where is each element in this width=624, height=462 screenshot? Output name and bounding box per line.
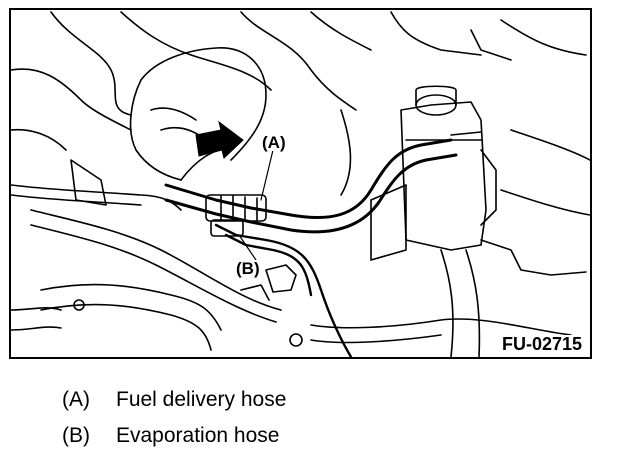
hand-outline	[140, 47, 267, 161]
engine-outline	[50, 11, 132, 116]
lower-hose	[40, 283, 222, 331]
callout-a-leader	[260, 149, 274, 201]
legend-item-a: (A) Fuel delivery hose	[62, 389, 286, 411]
legend-text: Evaporation hose	[116, 424, 280, 447]
engine-bay-line-drawing	[11, 11, 590, 357]
hose-connector	[205, 194, 267, 222]
canister-body	[400, 101, 487, 251]
legend-key: (B)	[62, 424, 90, 447]
legend-text: Fuel delivery hose	[116, 388, 287, 411]
diagram-frame: (A) (B) FU-02715	[9, 8, 592, 359]
legend-key: (A)	[62, 388, 90, 411]
legend-item-b: (B) Evaporation hose	[62, 425, 279, 447]
callout-b-leader	[238, 234, 257, 261]
callout-label-b: (B)	[235, 259, 261, 278]
callout-label-a: (A)	[261, 133, 287, 152]
evaporation-hose	[214, 223, 353, 357]
mounting-bracket	[370, 184, 407, 261]
figure-code: FU-02715	[499, 334, 584, 354]
bold-black-arrow-icon	[195, 120, 244, 159]
